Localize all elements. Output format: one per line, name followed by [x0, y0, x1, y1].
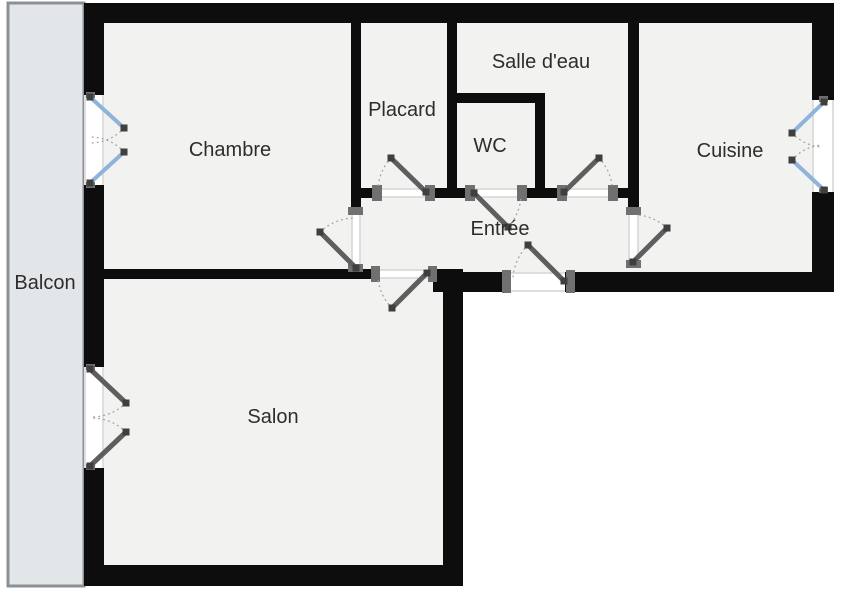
wall — [443, 272, 463, 565]
threshold-mark — [465, 185, 475, 201]
placard-door-leaf-cap — [387, 154, 395, 162]
wall — [433, 269, 463, 292]
room-label-salle-deau: Salle d'eau — [492, 51, 590, 73]
salle-deau-door-leaf-cap — [560, 188, 568, 196]
salon-balcony-leaf-bottom-cap — [122, 428, 130, 436]
room-label-entree: Entrée — [471, 218, 530, 240]
wall — [351, 23, 361, 215]
room-label-chambre: Chambre — [189, 139, 271, 161]
floor-area — [104, 23, 812, 272]
threshold-mark — [517, 185, 527, 201]
wall — [84, 468, 104, 586]
salon-door-leaf-swing-arc — [377, 278, 393, 309]
wall — [84, 185, 104, 367]
room-label-placard: Placard — [368, 99, 436, 121]
wc-door-leaf-cap — [504, 223, 512, 231]
front-door-leaf-cap — [524, 241, 532, 249]
cuisine-door-leaf — [631, 226, 669, 264]
chambre-door-opening — [351, 215, 361, 268]
salon-balcony-leaf-top-swing-arc — [91, 402, 127, 418]
salon-door-leaf-cap — [423, 269, 431, 277]
cuisine-door-leaf-swing-arc — [636, 214, 668, 229]
chambre-window-leaf-top-cap — [86, 93, 94, 101]
wall — [565, 272, 834, 292]
cuisine-window-opening — [812, 100, 834, 192]
salon-balcony-leaf-bottom-swing-arc — [91, 417, 127, 433]
salon-balcony-leaf-bottom — [88, 430, 128, 468]
cuisine-door-leaf-cap — [629, 258, 637, 266]
cuisine-door-leaf-cap — [663, 224, 671, 232]
salon-door-leaf-cap — [388, 304, 396, 312]
salon-door-leaf — [390, 271, 429, 310]
wall — [84, 3, 834, 23]
wc-door-opening — [475, 188, 517, 198]
chambre-window-leaf-bottom — [88, 150, 126, 185]
threshold-mark — [428, 266, 437, 282]
wall — [535, 93, 545, 198]
placard-door-leaf — [389, 156, 428, 194]
threshold-mark — [566, 270, 575, 293]
chambre-door-leaf — [318, 230, 358, 270]
threshold-mark — [372, 185, 382, 201]
wall — [360, 188, 382, 198]
wc-door-leaf — [472, 191, 510, 229]
threshold-mark — [425, 185, 435, 201]
room-label-salon: Salon — [247, 406, 298, 428]
wall — [517, 188, 567, 198]
front-door-leaf-cap — [560, 277, 568, 285]
wall — [812, 3, 834, 100]
cuisine-window-leaf-bottom-cap — [788, 156, 796, 164]
salle-deau-door-opening — [567, 188, 608, 198]
threshold-mark — [608, 185, 618, 201]
room-label-cuisine: Cuisine — [697, 140, 764, 162]
wall — [84, 565, 463, 586]
threshold-mark — [348, 207, 363, 215]
threshold-mark — [371, 266, 380, 282]
salle-deau-door-leaf-swing-arc — [598, 157, 613, 186]
wall — [104, 269, 378, 279]
wall — [812, 192, 834, 292]
salon-door-opening — [378, 269, 428, 279]
cuisine-door-opening — [628, 215, 639, 268]
room-label-wc: WC — [473, 135, 506, 157]
cuisine-window-leaf-bottom — [790, 158, 826, 192]
front-door-opening — [508, 272, 565, 292]
wc-door-leaf-cap — [470, 189, 478, 197]
wall — [425, 188, 475, 198]
placard-door-leaf-cap — [422, 188, 430, 196]
wall — [447, 23, 457, 198]
threshold-mark — [502, 270, 511, 293]
salon-balcony-leaf-bottom-cap — [86, 462, 94, 470]
chambre-window-leaf-top — [88, 95, 126, 130]
salle-deau-door-leaf — [562, 156, 601, 194]
salon-balcony-leaf-top-cap — [122, 399, 130, 407]
cuisine-window-leaf-top-cap — [788, 129, 796, 137]
wall — [447, 93, 545, 103]
floor-area — [104, 272, 443, 565]
chambre-window-leaf-bottom-cap — [86, 179, 94, 187]
cuisine-window-leaf-top-cap — [820, 98, 828, 106]
cuisine-window-leaf-bottom-cap — [820, 186, 828, 194]
room-label-balcon: Balcon — [14, 272, 75, 294]
threshold-mark — [626, 207, 641, 215]
wall — [84, 3, 104, 95]
salon-balcony-leaf-top — [88, 367, 128, 405]
salle-deau-door-leaf-cap — [595, 154, 603, 162]
salon-balcony-leaf-top-cap — [86, 365, 94, 373]
cuisine-window-leaf-top-swing-arc — [791, 132, 823, 148]
chambre-window-leaf-bottom-swing-arc — [90, 136, 125, 153]
chambre-window-leaf-top-cap — [120, 124, 128, 132]
placard-door-opening — [382, 188, 425, 198]
placard-door-leaf-swing-arc — [377, 157, 392, 189]
front-door-leaf — [526, 243, 566, 283]
balcony-area — [6, 1, 86, 588]
chambre-door-leaf-cap — [316, 228, 324, 236]
chambre-window-leaf-bottom-cap — [120, 148, 128, 156]
chambre-window-leaf-top-swing-arc — [90, 127, 125, 144]
wall — [628, 23, 639, 215]
chambre-window-opening — [84, 95, 104, 185]
chambre-door-leaf-cap — [352, 264, 360, 272]
cuisine-window-leaf-top — [790, 100, 826, 135]
